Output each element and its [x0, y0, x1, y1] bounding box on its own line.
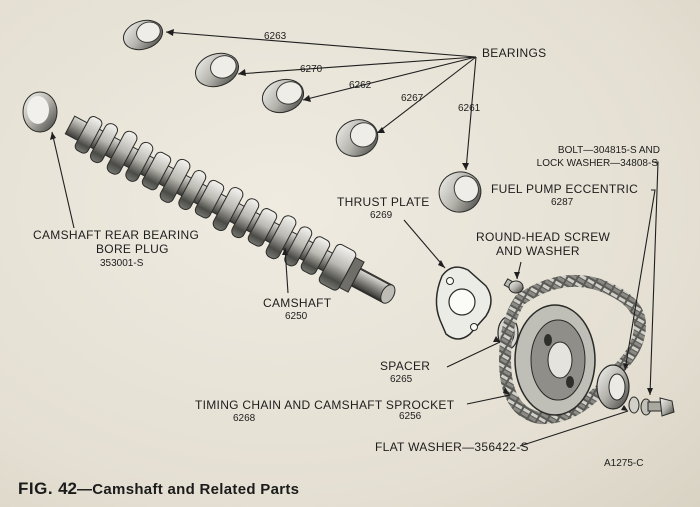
caption-title: —Camshaft and Related Parts	[76, 481, 300, 498]
label-bearing-6262: 6262	[349, 80, 372, 91]
label-bearing-6261: 6261	[458, 103, 481, 114]
label-timing-chain-num-2: 6268	[233, 413, 256, 424]
bearing-6270	[195, 52, 239, 88]
label-bolt-line2: LOCK WASHER—34808-S	[536, 158, 658, 169]
label-timing-chain-num: 6256	[399, 411, 422, 422]
label-bearing-6263: 6263	[264, 31, 287, 42]
leader-arrowheads	[50, 29, 653, 411]
bearing-6263	[122, 19, 164, 51]
camshaft	[64, 115, 396, 304]
label-timing-chain: TIMING CHAIN AND CAMSHAFT SPROCKET	[195, 398, 455, 412]
label-fuel-pump-eccentric-num: 6287	[551, 197, 574, 208]
bearing-6261	[438, 171, 482, 213]
label-spacer-num: 6265	[390, 374, 413, 385]
caption-number: 42	[58, 479, 77, 498]
thrust-plate	[435, 266, 492, 340]
label-thrust-plate-num: 6269	[370, 210, 393, 221]
label-thrust-plate: THRUST PLATE	[337, 195, 430, 209]
label-bearings: BEARINGS	[482, 46, 547, 60]
label-bolt-line1: BOLT—304815-S AND	[557, 145, 660, 156]
figure-caption: FIG.42—Camshaft and Related Parts	[18, 479, 299, 499]
label-flat-washer: FLAT WASHER—356422-S	[375, 440, 529, 454]
bolt-and-lock-washer	[640, 397, 675, 417]
label-ref-code: A1275-C	[604, 458, 644, 469]
label-round-head-screw-line1: ROUND-HEAD SCREW	[476, 230, 611, 244]
rear-bearing-bore-plug	[22, 91, 58, 133]
label-camshaft: CAMSHAFT	[263, 296, 332, 310]
bearing-6267	[335, 119, 379, 157]
label-bearing-6267: 6267	[401, 93, 424, 104]
label-camshaft-num: 6250	[285, 311, 308, 322]
label-rear-bearing-plug-num: 353001-S	[100, 258, 144, 269]
bearing-6262	[261, 78, 305, 114]
label-rear-bearing-plug-line2: BORE PLUG	[96, 242, 169, 256]
label-round-head-screw-line2: AND WASHER	[496, 244, 580, 258]
label-fuel-pump-eccentric: FUEL PUMP ECCENTRIC	[491, 182, 639, 196]
label-spacer: SPACER	[380, 359, 431, 373]
fuel-pump-eccentric	[596, 364, 630, 410]
flat-washer	[628, 396, 640, 414]
round-head-screw	[503, 278, 524, 295]
label-bearing-6270: 6270	[300, 64, 323, 75]
label-rear-bearing-plug-line1: CAMSHAFT REAR BEARING	[33, 228, 200, 242]
leader-lines	[51, 31, 659, 447]
caption-fig: FIG.	[18, 479, 54, 498]
